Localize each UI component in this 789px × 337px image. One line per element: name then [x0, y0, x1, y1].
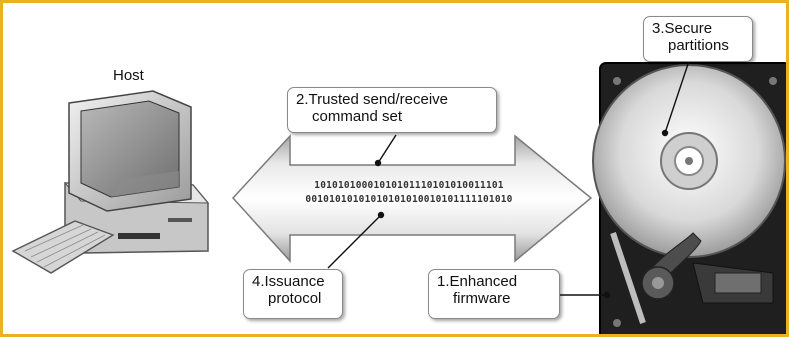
callout-number: 3.: [652, 20, 665, 37]
leader-line-trusted-send: [377, 134, 397, 164]
binary-line-2: 00101010101010101010010101111101010: [305, 194, 513, 205]
callout-issuance: 4.Issuance protocol: [243, 269, 343, 319]
computer-icon: [11, 90, 210, 274]
diagram-canvas: [11, 60, 786, 334]
leader-line-issuance: [327, 214, 382, 269]
callout-line-2: command set: [312, 108, 403, 125]
callout-number: 1.: [437, 273, 450, 290]
callout-line-1: Trusted send/receive: [308, 91, 449, 108]
callout-line-2: partitions: [668, 37, 729, 54]
leader-dot-secure-partitions: [661, 129, 669, 137]
host-label: Host: [113, 67, 144, 84]
leader-dot-issuance: [377, 211, 385, 219]
leader-dot-trusted-send: [374, 159, 382, 167]
leader-line-secure-partitions: [664, 60, 690, 134]
callout-line-1: Secure: [664, 20, 713, 37]
callout-firmware: 1.Enhanced firmware: [428, 269, 560, 319]
callout-number: 4.: [252, 273, 265, 290]
callout-line-2: protocol: [268, 290, 322, 307]
callout-number: 2.: [296, 91, 309, 108]
binary-data: 10101010001010101110101010011101 0010101…: [259, 179, 559, 207]
callout-trusted-send: 2.Trusted send/receive command set: [287, 87, 497, 133]
binary-line-1: 10101010001010101110101010011101: [314, 180, 504, 191]
callout-line-2: firmware: [453, 290, 511, 307]
leader-dot-firmware: [603, 291, 611, 299]
callout-secure-partitions: 3.Secure partitions: [643, 16, 753, 62]
hard-drive-icon: [592, 62, 786, 334]
callout-line-1: Enhanced: [449, 273, 518, 290]
double-arrow-icon: [231, 134, 593, 263]
leader-lines: [327, 60, 690, 299]
callout-line-1: Issuance: [264, 273, 325, 290]
